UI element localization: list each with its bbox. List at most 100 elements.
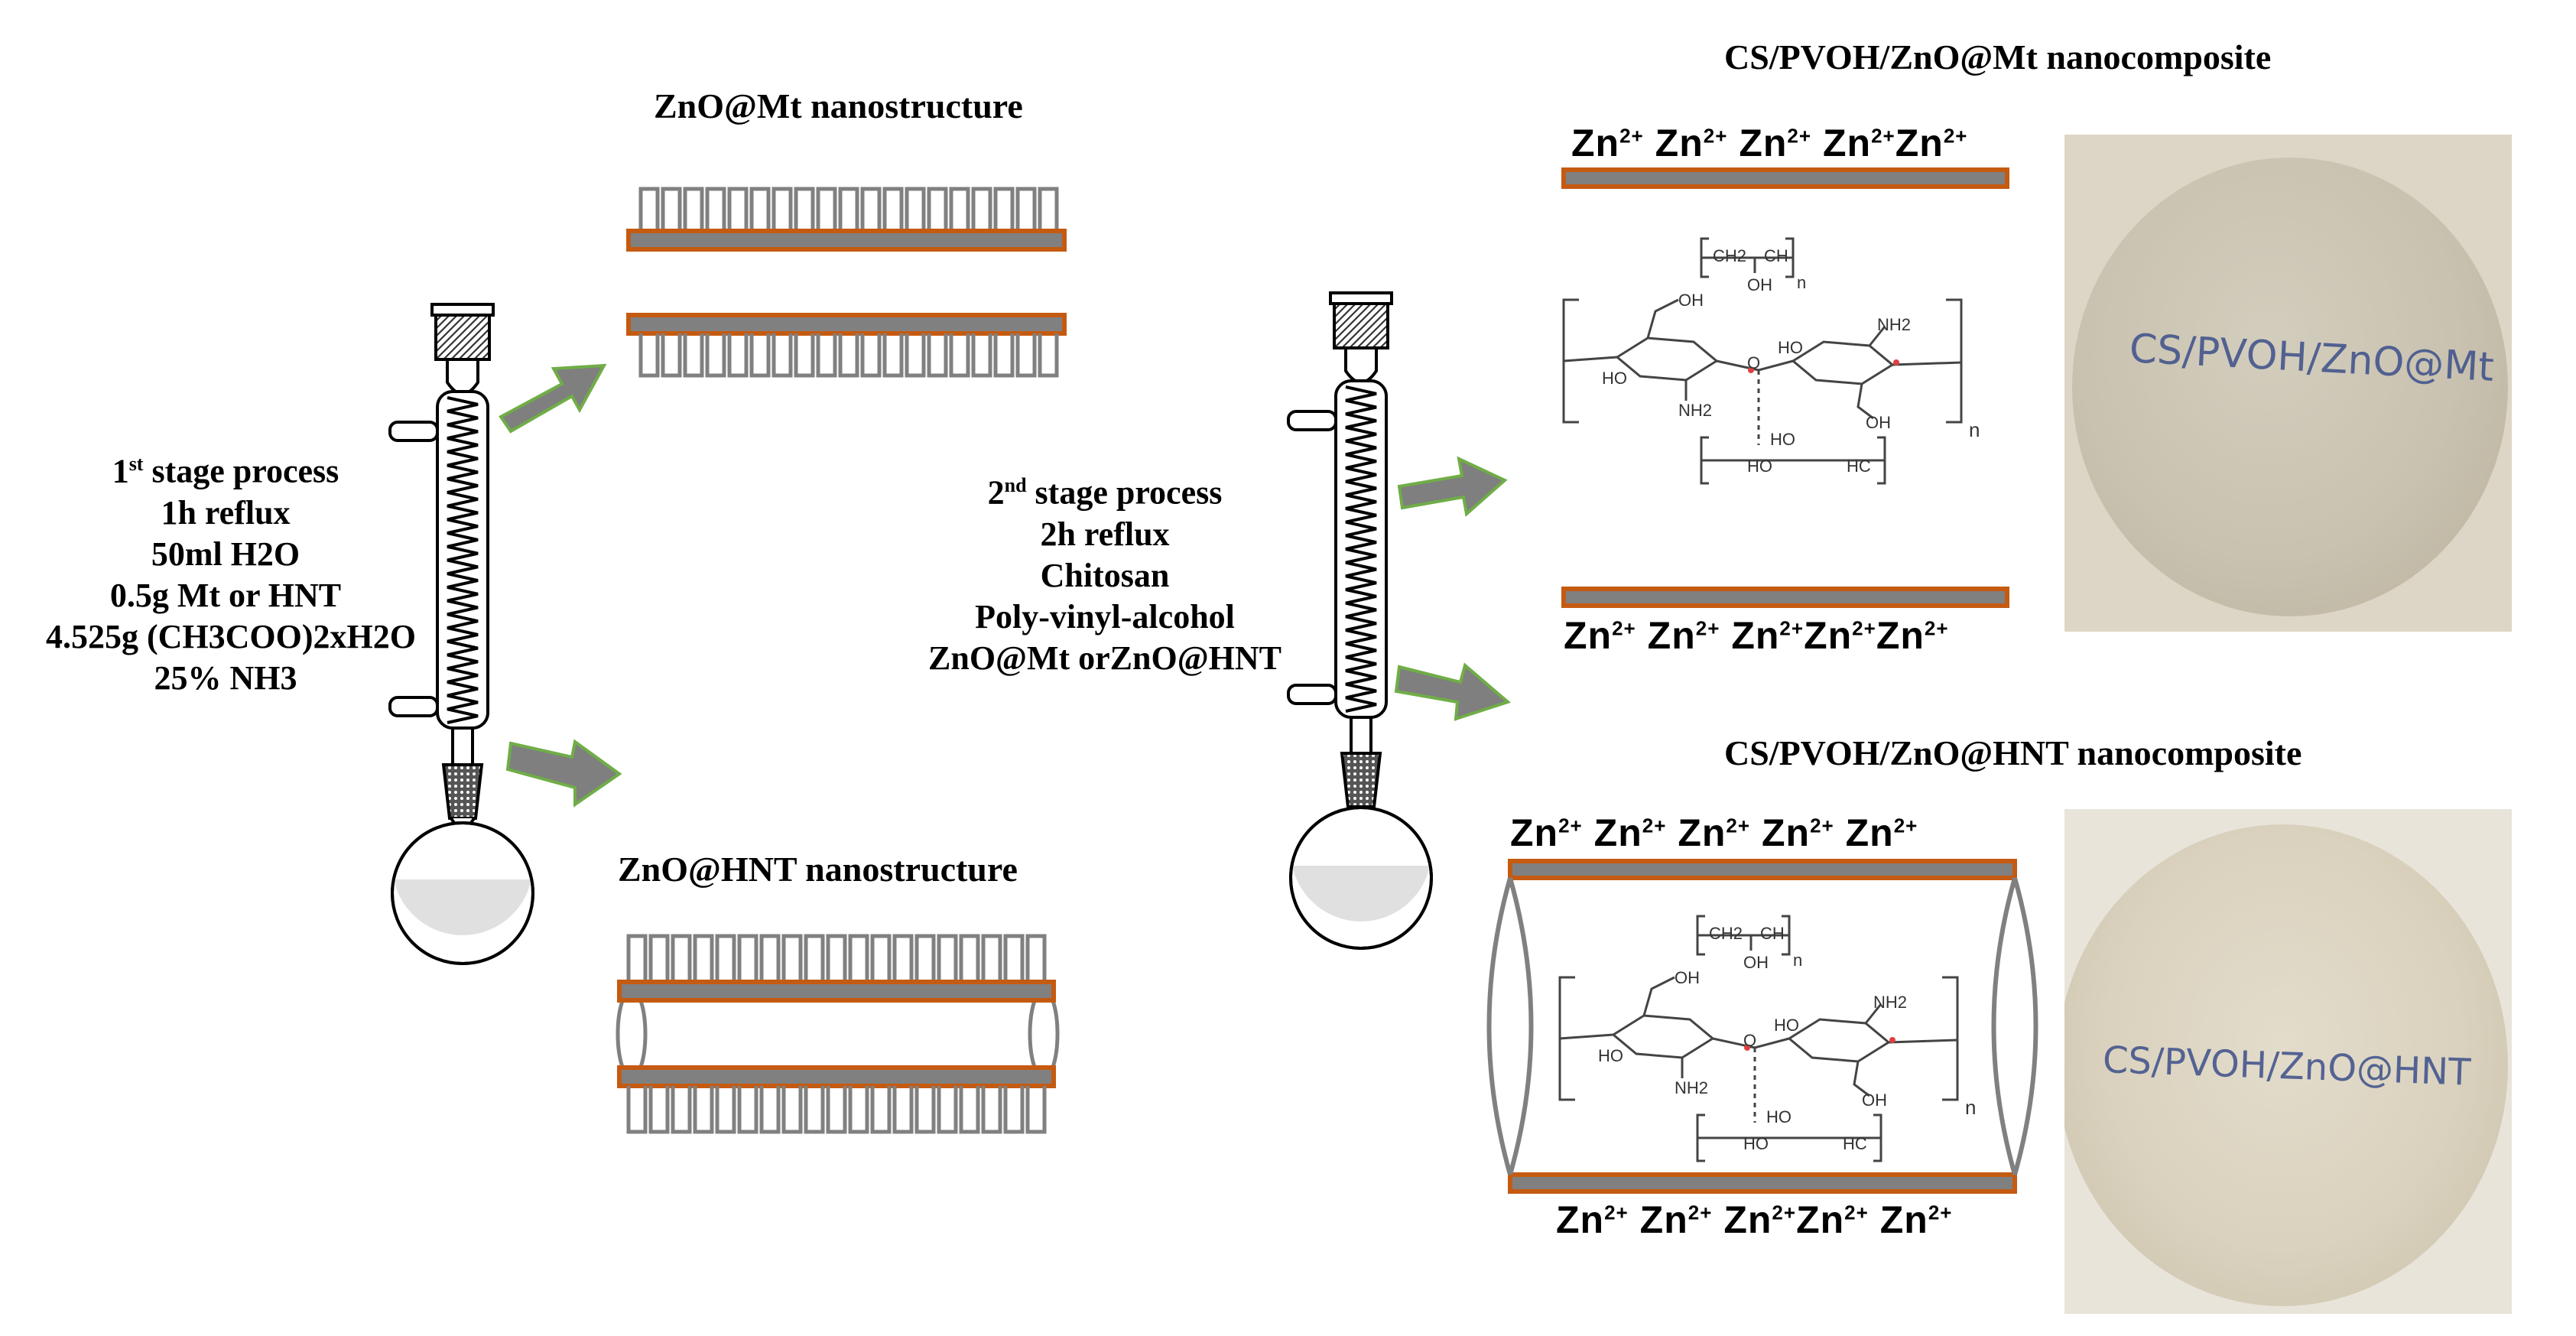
zno-nanorod bbox=[826, 934, 847, 982]
zno-nanorod bbox=[772, 333, 793, 378]
condenser-jacket-2 bbox=[1334, 379, 1388, 719]
stage2-heading: 2nd stage process bbox=[987, 473, 1223, 512]
zno-nanorod bbox=[626, 1086, 648, 1134]
chem-label-ho: HO bbox=[1602, 369, 1627, 388]
hnt-tube-bottom bbox=[617, 1065, 1056, 1088]
zno-nanorod bbox=[772, 187, 793, 231]
stage1-heading: 1st stage process bbox=[112, 452, 339, 490]
arrow-to-mt-nano bbox=[499, 363, 607, 434]
chem-label-oh: OH bbox=[1678, 291, 1704, 310]
zno-nanorod bbox=[882, 333, 904, 378]
chem-label-n: n bbox=[1969, 418, 1980, 441]
condenser-coil bbox=[447, 396, 479, 724]
chem-label-ch2: CH2 bbox=[1713, 246, 1747, 265]
stage1-line: 4.525g (CH3COO)2xH2O bbox=[46, 617, 416, 655]
zno-nanorod bbox=[971, 333, 992, 378]
zno-nanorod bbox=[914, 1086, 936, 1134]
stage2-line: ZnO@Mt orZnO@HNT bbox=[928, 639, 1282, 677]
zno-nanorod bbox=[804, 934, 825, 982]
chem-label-nh2: NH2 bbox=[1873, 993, 1908, 1012]
stage1-line: 0.5g Mt or HNT bbox=[109, 576, 342, 614]
mt-layer-top bbox=[626, 229, 1067, 252]
hnt-composite-structure bbox=[1486, 859, 2038, 1194]
zno-nanorod bbox=[638, 187, 660, 231]
stage2-line: 2h reflux bbox=[1040, 515, 1170, 553]
condenser-jacket bbox=[436, 390, 489, 730]
zno-nanorod bbox=[826, 1086, 847, 1134]
zno-nanorod bbox=[781, 934, 803, 982]
zno-nanorod bbox=[959, 934, 980, 982]
chem-label-oh: OH bbox=[1866, 413, 1891, 432]
zno-nanorod bbox=[848, 934, 869, 982]
zno-nanorod bbox=[693, 1086, 714, 1134]
reflux-apparatus-2 bbox=[1287, 291, 1433, 950]
arrows bbox=[499, 363, 1512, 808]
zn-ions-row-hnt-bottom: Zn2+ Zn2+ Zn2+Zn2+ Zn2+ bbox=[1556, 1198, 1953, 1241]
zno-nanorod bbox=[816, 187, 837, 231]
chem-label-ch2: CH2 bbox=[1709, 924, 1743, 943]
zno-nanorod bbox=[693, 934, 714, 982]
chem-label-nh2: NH2 bbox=[1877, 315, 1912, 334]
zno-nanorod bbox=[715, 1086, 736, 1134]
zno-nanorod bbox=[949, 333, 970, 378]
zno-nanorod bbox=[804, 1086, 825, 1134]
chem-label-oh: OH bbox=[1743, 953, 1769, 972]
zno-nanorod bbox=[927, 333, 948, 378]
zno-nanorod bbox=[671, 934, 692, 982]
zno-nanorod bbox=[1003, 934, 1025, 982]
zno-nanorod bbox=[882, 187, 904, 231]
zno-nanorod bbox=[937, 1086, 958, 1134]
chem-label-oh: OH bbox=[1675, 968, 1700, 987]
zno-nanorod bbox=[759, 934, 781, 982]
zno-nanorod bbox=[648, 934, 670, 982]
zno-nanorod bbox=[1015, 333, 1037, 378]
zno-nanorod bbox=[1003, 1086, 1025, 1134]
zno-nanorod bbox=[794, 333, 815, 378]
zno-nanorod bbox=[737, 934, 759, 982]
chem-label-ch: CH bbox=[1760, 924, 1785, 943]
chem-label-oh: OH bbox=[1747, 275, 1772, 294]
zno-nanorod bbox=[870, 1086, 892, 1134]
zno-nanorod bbox=[905, 187, 926, 231]
zno-nanorod bbox=[683, 187, 704, 231]
zno-nanorod bbox=[993, 333, 1015, 378]
zno-nanorod bbox=[749, 187, 771, 231]
chem-label-o: O bbox=[1747, 353, 1761, 372]
chem-label-ho: HO bbox=[1747, 457, 1772, 476]
zno-nanorod bbox=[626, 934, 648, 982]
zno-nanorod bbox=[759, 1086, 781, 1134]
chem-label-hc: HC bbox=[1847, 457, 1871, 476]
hnt-tube-top bbox=[617, 980, 1056, 1003]
zno-nanorod bbox=[914, 934, 936, 982]
chem-label-n: n bbox=[1965, 1096, 1977, 1119]
zno-nanorod bbox=[927, 187, 948, 231]
zn-ions-row-mt-bottom: Zn2+ Zn2+ Zn2+Zn2+Zn2+ bbox=[1564, 614, 1949, 657]
zno-nanorod bbox=[981, 1086, 1002, 1134]
mt-layer-bottom bbox=[626, 313, 1067, 336]
chem-label-n: n bbox=[1797, 273, 1807, 292]
zno-nanorod bbox=[905, 333, 926, 378]
zno-nanorod bbox=[816, 333, 837, 378]
zno-nanorod bbox=[959, 1086, 980, 1134]
chem-label-o: O bbox=[1743, 1031, 1757, 1050]
chem-label-nh2: NH2 bbox=[1678, 401, 1713, 420]
chem-label-ho: HO bbox=[1774, 1016, 1799, 1035]
chem-label-ho: HO bbox=[1778, 338, 1803, 357]
zno-nanorod bbox=[1015, 187, 1037, 231]
arrow-to-hnt-composite bbox=[1394, 662, 1512, 721]
zn-ions-row-hnt-top: Zn2+ Zn2+ Zn2+ Zn2+ Zn2+ bbox=[1510, 811, 1918, 854]
zno-nanorod bbox=[892, 1086, 914, 1134]
photo-hnt-film: CS/PVOH/ZnO@HNT bbox=[2064, 809, 2512, 1314]
chem-label-ch: CH bbox=[1764, 246, 1788, 265]
zno-nanorod bbox=[860, 187, 882, 231]
zno-nanorod bbox=[860, 333, 882, 378]
stage2-line: Chitosan bbox=[1040, 556, 1170, 594]
zno-nanorod bbox=[892, 934, 914, 982]
stage1-conditions: 1st stage process 1h reflux 50ml H2O 0.5… bbox=[46, 444, 416, 699]
zno-nanorod bbox=[737, 1086, 759, 1134]
chem-label-ho: HO bbox=[1766, 1107, 1792, 1126]
zno-nanorod bbox=[981, 934, 1002, 982]
zno-nanorod bbox=[971, 187, 992, 231]
chem-label-ho: HO bbox=[1598, 1046, 1623, 1065]
